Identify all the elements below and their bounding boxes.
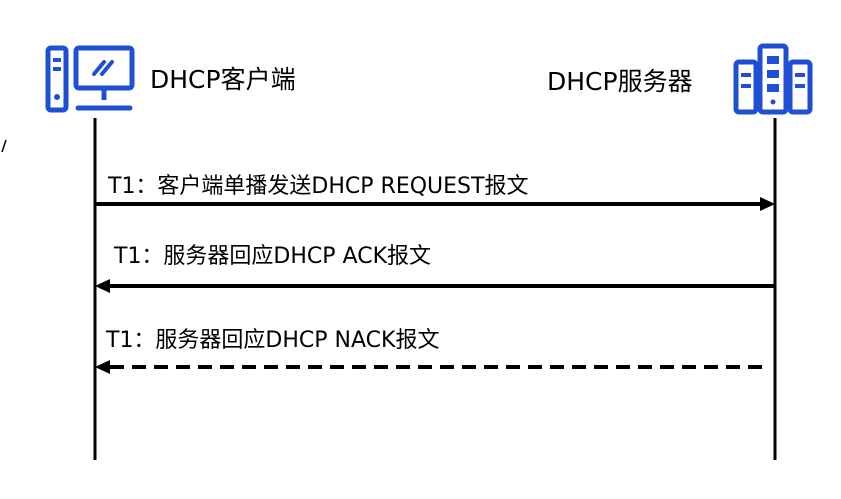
nack-arrowhead bbox=[95, 360, 110, 374]
ack-arrowhead bbox=[95, 279, 110, 293]
ack-message-label: T1：服务器回应DHCP ACK报文 bbox=[114, 244, 431, 269]
server-label: DHCP服务器 bbox=[547, 67, 693, 96]
computer-icon bbox=[45, 45, 135, 113]
request-arrowhead bbox=[760, 197, 775, 211]
request-message-label: T1：客户端单播发送DHCP REQUEST报文 bbox=[108, 174, 529, 199]
nack-message-label: T1：服务器回应DHCP NACK报文 bbox=[106, 328, 440, 353]
edge-mark bbox=[1, 139, 7, 153]
server-icon bbox=[733, 43, 813, 115]
client-label: DHCP客户端 bbox=[150, 65, 296, 94]
